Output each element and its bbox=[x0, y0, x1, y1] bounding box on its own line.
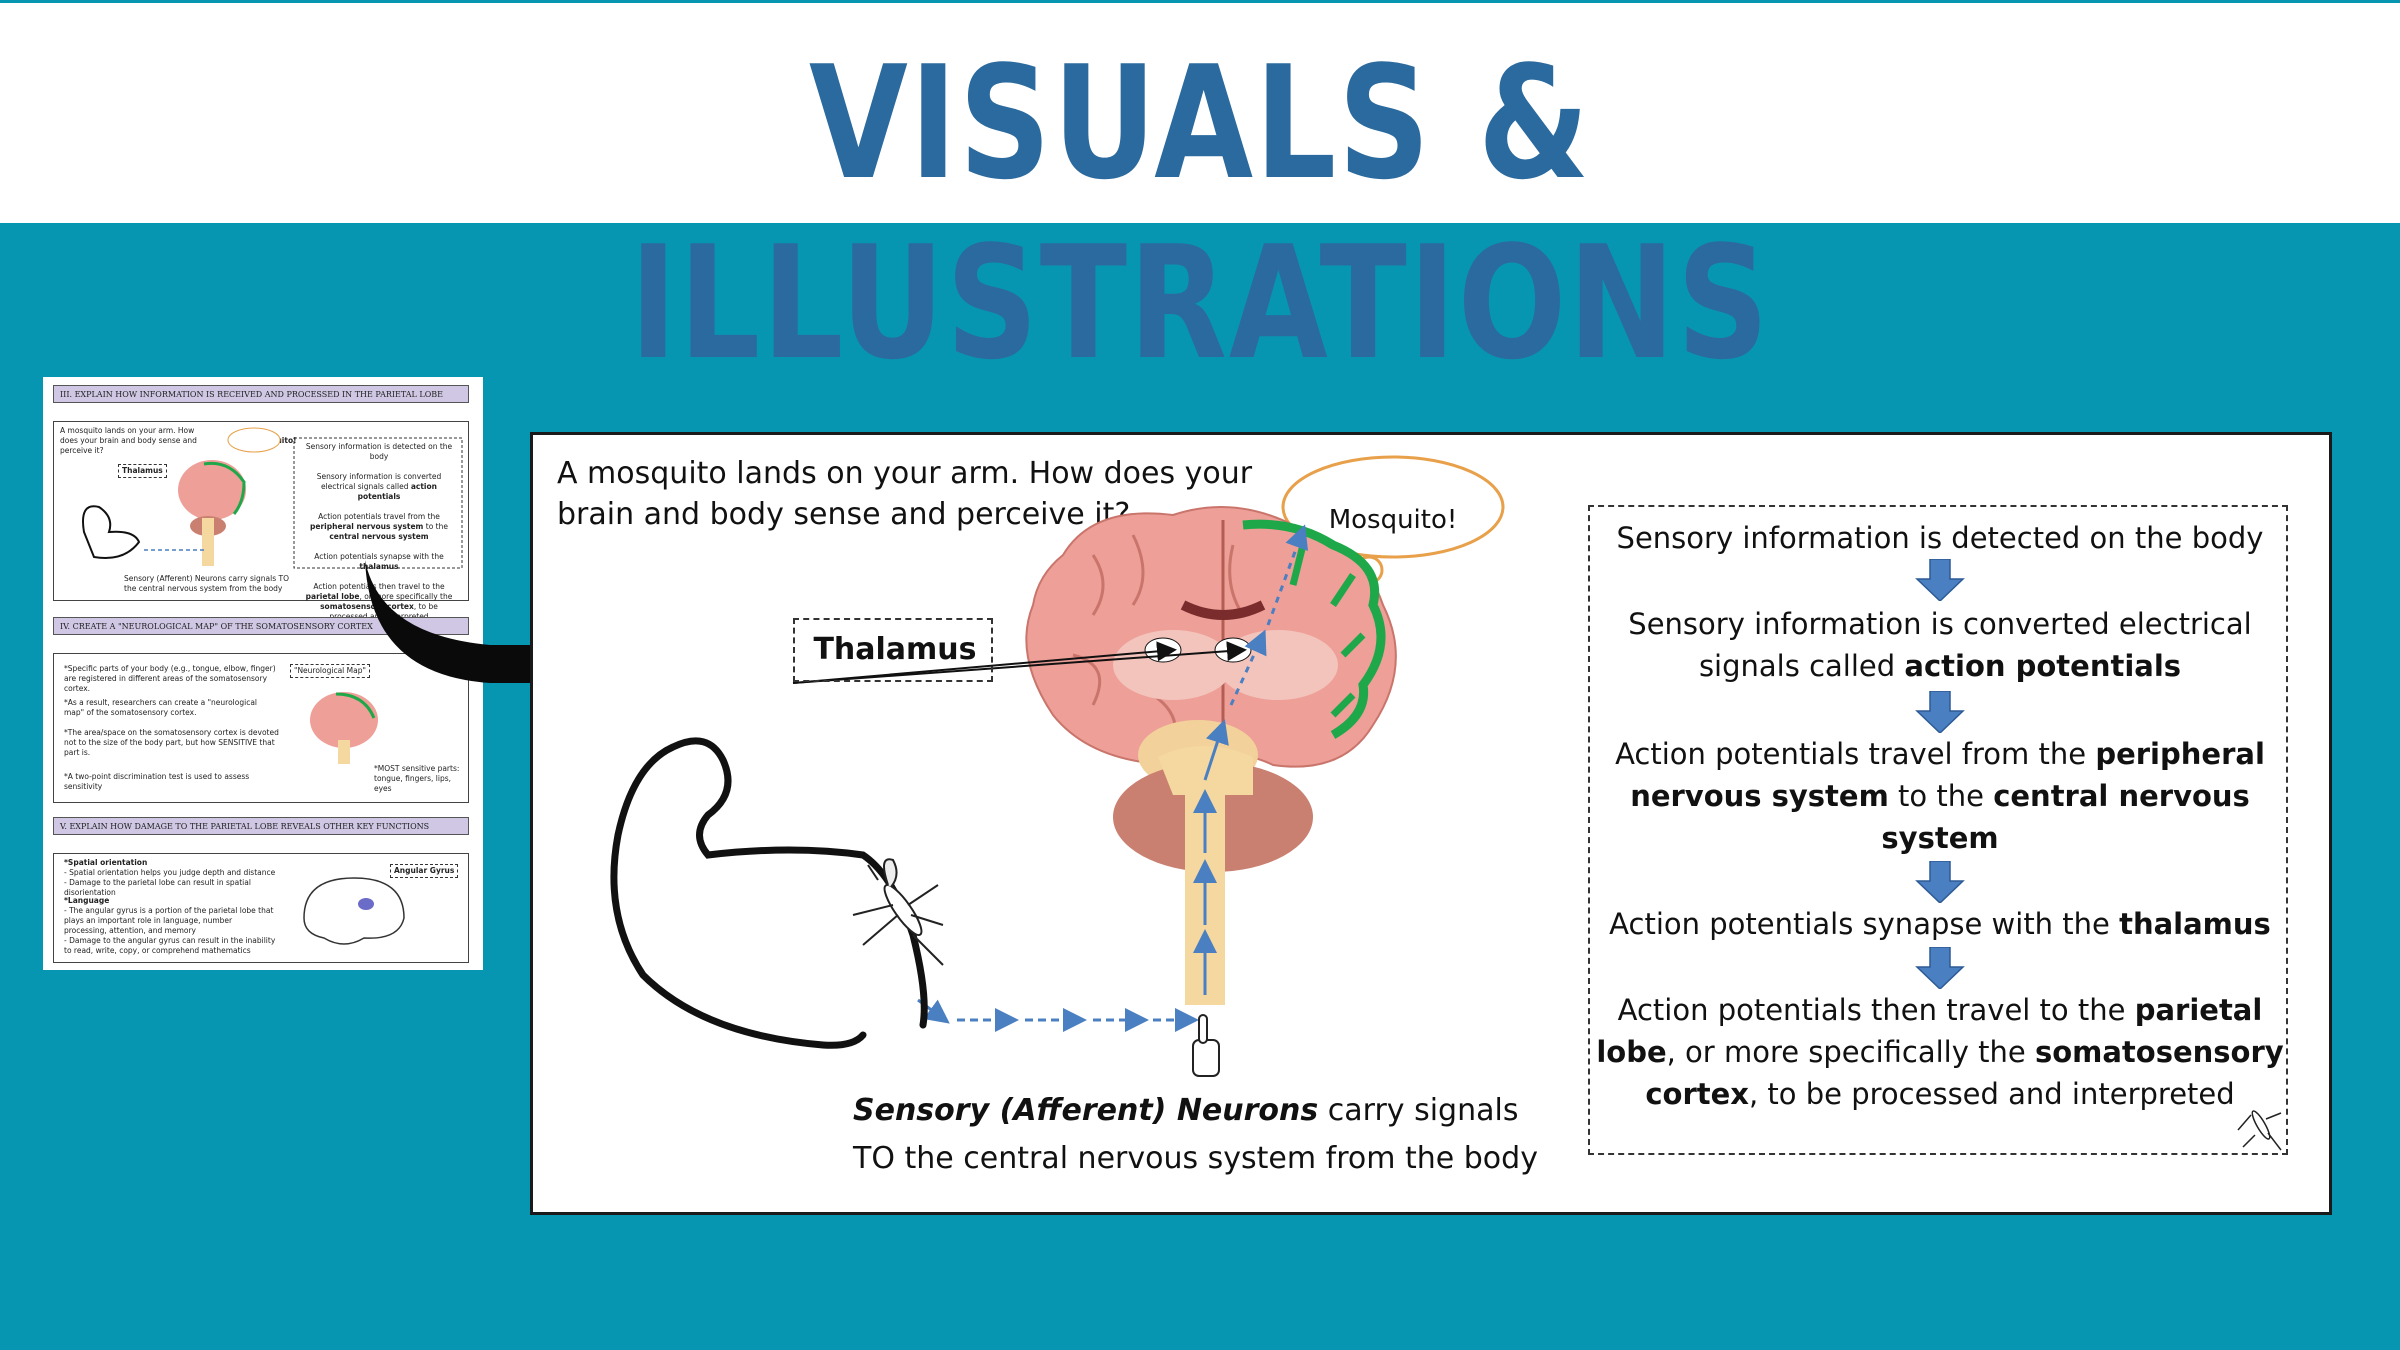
thumb-s4-text4: *A two-point discrimination test is used… bbox=[64, 772, 250, 791]
thumb-sensitive-parts: *MOST sensitive parts: tongue, fingers, … bbox=[374, 764, 460, 793]
flow-step-1: Sensory information is detected on the b… bbox=[1616, 521, 2264, 555]
pointing-hand-icon bbox=[1192, 1014, 1220, 1077]
section-5-box: *Spatial orientation - Spatial orientati… bbox=[53, 853, 469, 963]
thumb-s5-lang-1: - The angular gyrus is a portion of the … bbox=[64, 906, 274, 935]
thumb-s5-spatial-1: - Spatial orientation helps you judge de… bbox=[64, 868, 276, 877]
flow-step-3: Action potentials travel from the periph… bbox=[1615, 737, 2265, 855]
worksheet-thumbnail: III. EXPLAIN HOW INFORMATION IS RECEIVED… bbox=[43, 377, 483, 970]
down-arrow-icon bbox=[1915, 691, 1965, 733]
figure-question: A mosquito lands on your arm. How does y… bbox=[557, 456, 1253, 532]
down-arrow-icon bbox=[1915, 559, 1965, 601]
figure-illustration bbox=[610, 455, 2282, 1151]
brain-cross-section bbox=[1025, 506, 1397, 1005]
thumb-s5-lang-2: - Damage to the angular gyrus can result… bbox=[64, 936, 276, 955]
page-title: VISUALS & ILLUSTRATIONS bbox=[629, 32, 1771, 394]
caption-line-2: TO the central nervous system from the b… bbox=[853, 1141, 1538, 1176]
thumb-brain-diagram bbox=[82, 427, 463, 569]
main-figure: A mosquito lands on your arm. How does y… bbox=[530, 432, 2332, 1215]
thumb-s4-text2: *As a result, researchers can create a "… bbox=[64, 698, 258, 717]
thumb-map-brain bbox=[310, 692, 378, 764]
section-4-header: IV. CREATE A "NEUROLOGICAL MAP" OF THE S… bbox=[53, 617, 469, 635]
header-banner: VISUALS & ILLUSTRATIONS bbox=[0, 3, 2400, 393]
down-arrow-icon bbox=[1915, 861, 1965, 903]
thumb-side-brain bbox=[303, 877, 405, 945]
thumb-caption: Sensory (Afferent) Neurons carry signals… bbox=[124, 574, 289, 593]
flow-step-2: Sensory information is converted electri… bbox=[1628, 607, 2252, 683]
top-accent-line bbox=[0, 0, 2400, 3]
caption-rest: carry signals bbox=[1318, 1093, 1519, 1128]
thumb-s4-text3: *The area/space on the somatosensory cor… bbox=[64, 728, 279, 757]
thalamus-label-box: Thalamus bbox=[793, 618, 993, 682]
mosquito-drawing bbox=[852, 858, 944, 966]
process-flow-box: Sensory information is detected on the b… bbox=[1588, 505, 2288, 1155]
thought-bubble bbox=[1281, 455, 1505, 559]
thought-bubble-text: Mosquito! bbox=[1328, 505, 1458, 535]
thumb-map-label: "Neurological Map" bbox=[290, 664, 370, 678]
thumb-s4-text1: *Specific parts of your body (e.g., tong… bbox=[64, 664, 276, 693]
flow-step-4: Action potentials synapse with the thala… bbox=[1609, 907, 2271, 941]
small-mosquito-icon bbox=[2237, 1110, 2282, 1151]
flow-step-5: Action potentials then travel to the par… bbox=[1596, 993, 2284, 1111]
thumb-thalamus-label: Thalamus bbox=[118, 464, 167, 478]
thumb-s5-spatial-2: - Damage to the parietal lobe can result… bbox=[64, 878, 251, 897]
section-3-header: III. EXPLAIN HOW INFORMATION IS RECEIVED… bbox=[53, 385, 469, 403]
thumb-s5-lang-head: *Language bbox=[64, 896, 110, 905]
caption-neurons: Sensory (Afferent) Neurons bbox=[853, 1093, 1319, 1128]
down-arrow-icon bbox=[1915, 947, 1965, 989]
thalamus-label: Thalamus bbox=[813, 632, 977, 667]
section-4-box: *Specific parts of your body (e.g., tong… bbox=[53, 653, 469, 803]
caption-line-1: Sensory (Afferent) Neurons carry signals bbox=[853, 1093, 1518, 1128]
thumb-question: A mosquito lands on your arm. How does y… bbox=[60, 426, 197, 455]
section-5-header: V. EXPLAIN HOW DAMAGE TO THE PARIETAL LO… bbox=[53, 817, 469, 835]
thumb-s5-spatial-head: *Spatial orientation bbox=[64, 858, 148, 867]
arm-outline bbox=[610, 737, 928, 1049]
thumb-gyrus-label: Angular Gyrus bbox=[390, 864, 459, 878]
